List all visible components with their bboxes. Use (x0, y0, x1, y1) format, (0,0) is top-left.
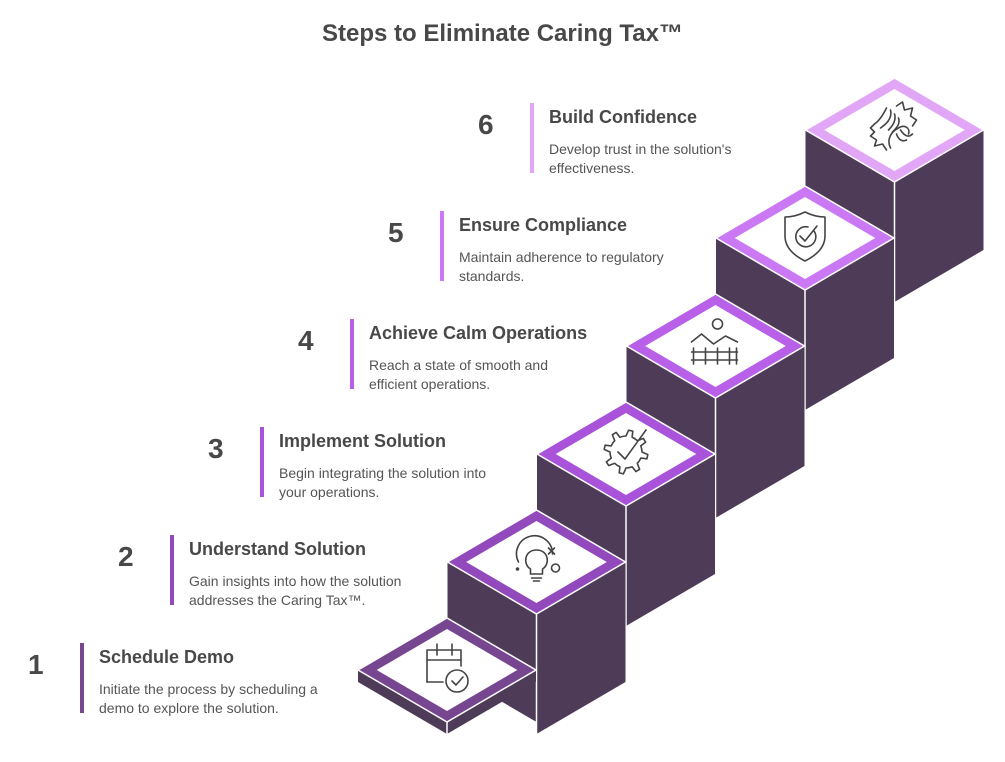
step-title: Schedule Demo (99, 647, 235, 667)
step-block-1 (356, 617, 538, 734)
step-description-line: effectiveness. (549, 160, 635, 176)
step-description: Initiate the process by scheduling a demo… (99, 680, 359, 718)
step-description-line: addresses the Caring Tax™. (189, 592, 366, 608)
step-left-face (358, 670, 447, 734)
step-title: Implement Solution (279, 431, 447, 451)
diagram-title: Steps to Eliminate Caring Tax™ (322, 20, 683, 47)
shield-check-icon (784, 211, 826, 262)
step-number: 5 (388, 217, 404, 248)
step-top-face (376, 629, 518, 711)
step-right-face (805, 238, 894, 410)
step-description: Gain insights into how the solution addre… (189, 572, 449, 610)
step-description-line: Develop trust in the solution's (549, 141, 732, 157)
step-description-line: Begin integrating the solution into (279, 465, 487, 481)
step-title: Build Confidence (549, 107, 697, 127)
step-description: Develop trust in the solution's effective… (549, 140, 809, 178)
lightbulb-orbit-icon (515, 534, 561, 582)
step-title: Ensure Compliance (459, 215, 628, 235)
step-description-line: Reach a state of smooth and (369, 357, 548, 373)
landscape-fence-icon (690, 318, 739, 365)
step-description-line: Initiate the process by scheduling a (99, 681, 318, 697)
step-accent-bar (260, 427, 264, 497)
step-accent-bar (170, 535, 174, 605)
step-accent-bar (80, 643, 84, 713)
step-right-face (447, 670, 536, 734)
step-top-face (645, 305, 786, 387)
step-right-face (894, 130, 984, 302)
step-description-line: Gain insights into how the solution (189, 573, 402, 589)
handshake-icon (869, 101, 918, 151)
step-number: 3 (208, 433, 224, 464)
step-accent-bar (350, 319, 354, 389)
step-top-face (466, 521, 607, 603)
step-accent-bar (530, 103, 534, 173)
step-right-face (536, 562, 626, 734)
step-description-line: efficient operations. (369, 376, 491, 392)
step-number: 1 (28, 649, 44, 680)
step-right-face (626, 454, 715, 626)
step-right-face (715, 346, 805, 518)
step-description: Maintain adherence to regulatory standard… (459, 248, 719, 286)
step-title: Achieve Calm Operations (369, 323, 588, 343)
step-title: Understand Solution (189, 539, 366, 559)
gear-check-icon (603, 429, 649, 475)
step-description: Reach a state of smooth and efficient ope… (369, 356, 629, 394)
step-description-line: your operations. (279, 484, 380, 500)
calendar-check-icon (426, 643, 469, 693)
step-number: 4 (298, 325, 314, 356)
step-description-line: standards. (459, 268, 525, 284)
step-accent-bar (440, 211, 444, 281)
step-description-line: Maintain adherence to regulatory (459, 249, 664, 265)
step-top-face (734, 197, 876, 279)
step-description-line: demo to explore the solution. (99, 700, 279, 716)
step-number: 2 (118, 541, 134, 572)
step-description: Begin integrating the solution into your … (279, 464, 539, 502)
step-top-face (555, 413, 697, 495)
step-number: 6 (478, 109, 494, 140)
